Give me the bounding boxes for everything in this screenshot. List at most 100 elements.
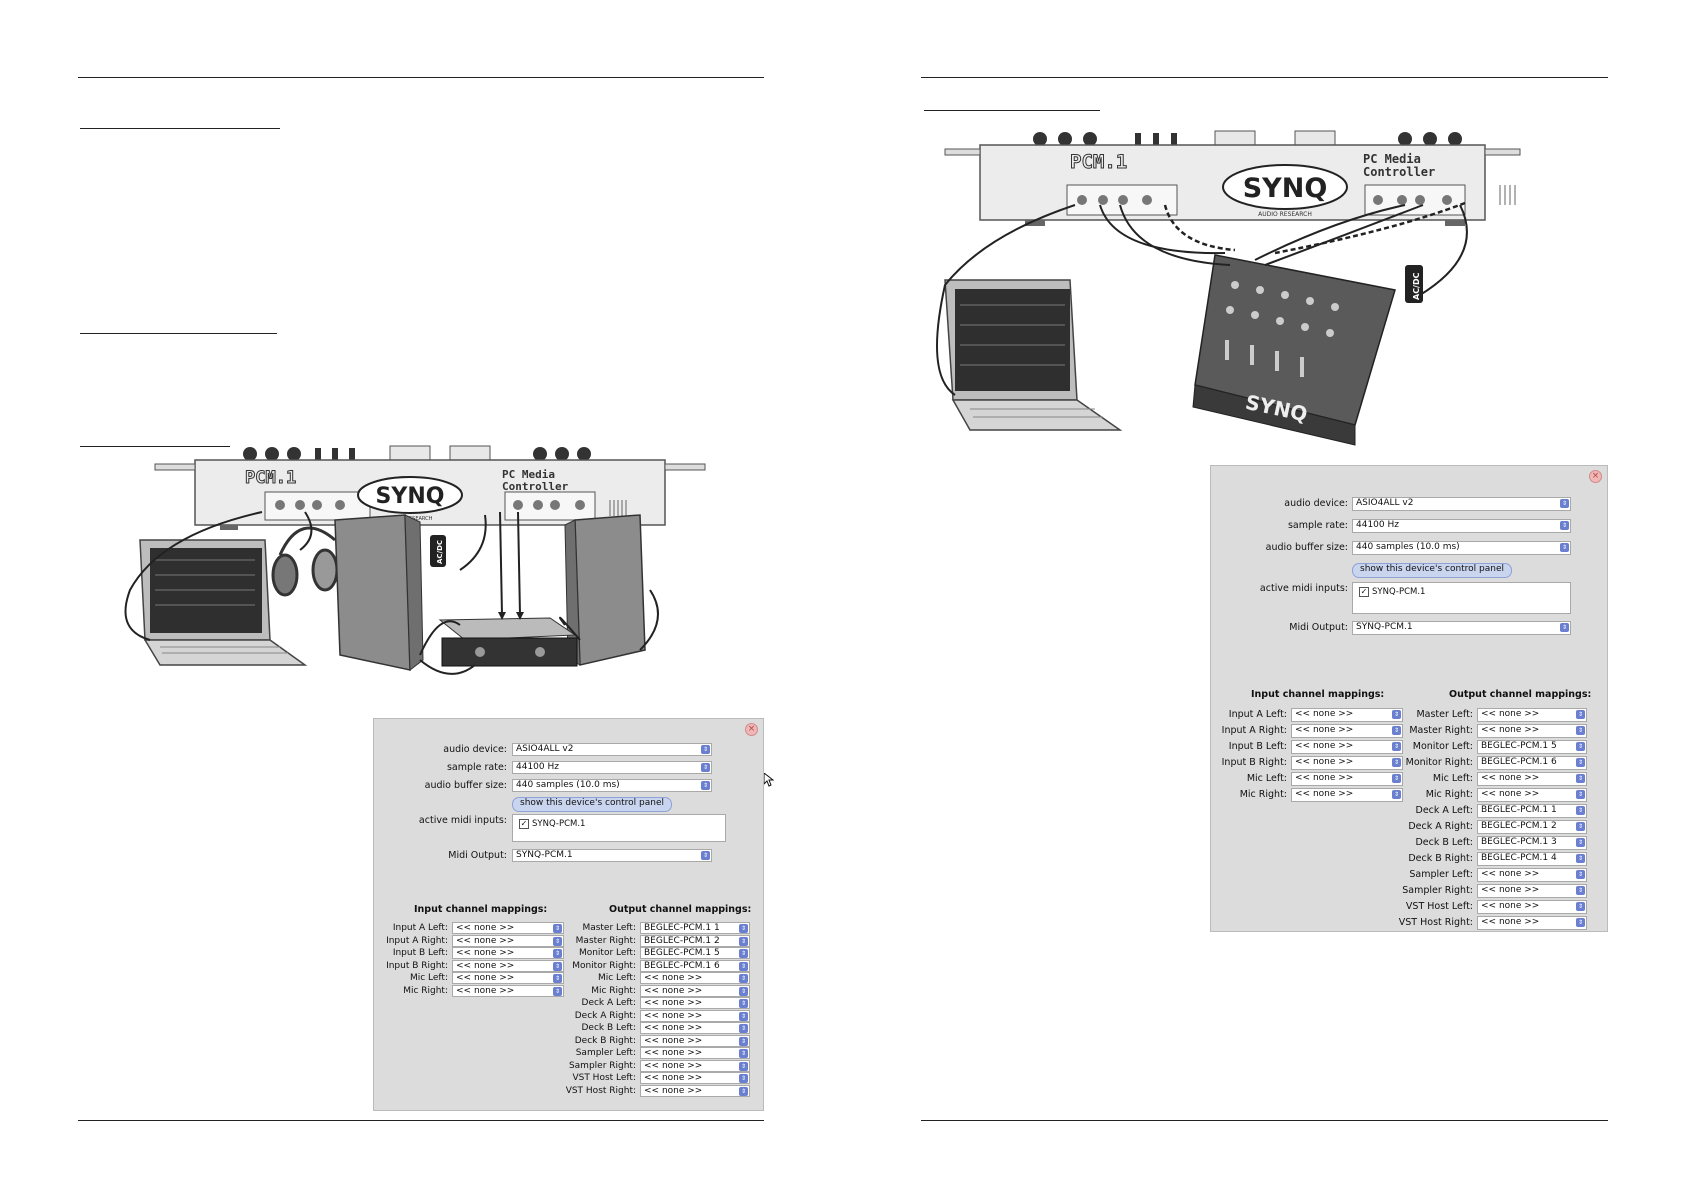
output-mappings-header: Output channel mappings:	[1449, 689, 1592, 700]
mapping-select[interactable]: BEGLEC-PCM.1 6⇕	[640, 959, 750, 972]
mixer-illustration: SYNQ	[1192, 254, 1396, 446]
mapping-select[interactable]: BEGLEC-PCM.1 6⇕	[1477, 756, 1587, 770]
mapping-select[interactable]: << none >>⇕	[640, 984, 750, 997]
dropdown-arrow-icon: ⇕	[739, 986, 748, 996]
mapping-select[interactable]: BEGLEC-PCM.1 3⇕	[1477, 836, 1587, 850]
mapping-label: Input A Right:	[1221, 725, 1287, 736]
dropdown-arrow-icon: ⇕	[1392, 742, 1401, 751]
mapping-select[interactable]: BEGLEC-PCM.1 2⇕	[640, 934, 750, 947]
mapping-row: Deck A Left:BEGLEC-PCM.1 1⇕	[1395, 804, 1587, 818]
mapping-select[interactable]: << none >>⇕	[1291, 772, 1403, 786]
mapping-label: VST Host Left:	[572, 1073, 636, 1083]
checkbox-icon[interactable]: ✓	[519, 819, 529, 829]
mapping-row: VST Host Left:<< none >>⇕	[1395, 900, 1587, 914]
buffer-size-select[interactable]: 440 samples (10.0 ms)⇕	[1352, 541, 1571, 555]
mapping-select[interactable]: << none >>⇕	[1291, 724, 1403, 738]
dropdown-arrow-icon: ⇕	[739, 1086, 748, 1096]
dropdown-arrow-icon: ⇕	[1392, 774, 1401, 783]
svg-text:AC/DC: AC/DC	[1412, 272, 1421, 300]
mapping-row: Deck A Left:<< none >>⇕	[560, 997, 750, 1010]
midi-inputs-list[interactable]: ✓SYNQ-PCM.1	[512, 814, 726, 842]
mapping-select[interactable]: << none >>⇕	[1291, 740, 1403, 754]
audio-device-label: audio device:	[1284, 498, 1348, 509]
mapping-select[interactable]: BEGLEC-PCM.1 5⇕	[1477, 740, 1587, 754]
mapping-label: VST Host Right:	[1398, 917, 1473, 928]
midi-inputs-label: active midi inputs:	[1259, 583, 1348, 594]
sample-rate-select[interactable]: 44100 Hz⇕	[512, 761, 712, 774]
mapping-select[interactable]: << none >>⇕	[452, 934, 564, 947]
close-icon[interactable]: ×	[745, 723, 758, 736]
mapping-label: Master Left:	[582, 923, 636, 933]
dropdown-arrow-icon: ⇕	[1576, 726, 1585, 735]
mapping-row: Input A Left:<< none >>⇕	[1211, 708, 1403, 722]
mapping-select[interactable]: << none >>⇕	[1477, 868, 1587, 882]
mapping-select[interactable]: BEGLEC-PCM.1 2⇕	[1477, 820, 1587, 834]
audio-device-select[interactable]: ASIO4ALL v2⇕	[512, 743, 712, 756]
mapping-select[interactable]: BEGLEC-PCM.1 1⇕	[640, 922, 750, 934]
midi-output-label: Midi Output:	[1289, 622, 1348, 633]
left-section-heading-3-underline	[80, 446, 230, 447]
sample-rate-select[interactable]: 44100 Hz⇕	[1352, 519, 1571, 533]
mapping-select[interactable]: << none >>⇕	[640, 972, 750, 984]
checkbox-icon[interactable]: ✓	[1359, 587, 1369, 597]
mapping-select[interactable]: << none >>⇕	[1477, 772, 1587, 786]
mapping-select[interactable]: << none >>⇕	[1477, 788, 1587, 802]
mapping-row: Deck B Left:<< none >>⇕	[560, 1022, 750, 1035]
mapping-label: Input B Left:	[1228, 741, 1287, 752]
svg-text:PC Media: PC Media	[1363, 152, 1421, 166]
close-icon[interactable]: ×	[1589, 470, 1602, 483]
mapping-select[interactable]: << none >>⇕	[1477, 900, 1587, 914]
dropdown-arrow-icon: ⇕	[1576, 854, 1585, 863]
mapping-select[interactable]: << none >>⇕	[452, 959, 564, 972]
headphones-illustration	[271, 526, 339, 597]
mapping-select[interactable]: BEGLEC-PCM.1 5⇕	[640, 947, 750, 959]
midi-output-select[interactable]: SYNQ-PCM.1⇕	[512, 849, 712, 862]
mapping-select[interactable]: << none >>⇕	[1477, 708, 1587, 722]
mapping-label: Mic Left:	[409, 973, 448, 983]
mapping-select[interactable]: << none >>⇕	[452, 922, 564, 934]
mapping-select[interactable]: << none >>⇕	[1477, 916, 1587, 930]
mapping-row: Mic Left:<< none >>⇕	[1395, 772, 1587, 786]
mapping-select[interactable]: << none >>⇕	[640, 1034, 750, 1047]
mapping-label: Mic Right:	[1425, 789, 1473, 800]
mapping-select[interactable]: << none >>⇕	[640, 997, 750, 1009]
control-panel-button[interactable]: show this device's control panel	[512, 797, 673, 812]
audio-device-select[interactable]: ASIO4ALL v2⇕	[1352, 497, 1571, 511]
mapping-row: Sampler Right:<< none >>⇕	[560, 1059, 750, 1073]
mapping-select[interactable]: << none >>⇕	[1291, 708, 1403, 722]
buffer-size-select[interactable]: 440 samples (10.0 ms)⇕	[512, 779, 712, 792]
dropdown-arrow-icon: ⇕	[1560, 543, 1569, 552]
dropdown-arrow-icon: ⇕	[553, 961, 562, 971]
midi-output-select[interactable]: SYNQ-PCM.1⇕	[1352, 621, 1571, 635]
svg-text:Controller: Controller	[1363, 165, 1435, 179]
mapping-select[interactable]: << none >>⇕	[640, 1059, 750, 1072]
mapping-label: Master Right:	[575, 935, 636, 946]
mapping-select[interactable]: << none >>⇕	[452, 972, 564, 984]
mapping-row: Input B Right:<< none >>⇕	[1211, 756, 1403, 770]
left-section-heading-1-underline	[80, 128, 280, 129]
mapping-select[interactable]: << none >>⇕	[452, 984, 564, 997]
midi-inputs-list[interactable]: ✓SYNQ-PCM.1	[1352, 582, 1571, 614]
mapping-select[interactable]: << none >>⇕	[1291, 756, 1403, 770]
mapping-label: Sampler Right:	[1402, 885, 1473, 896]
amplifier-illustration	[438, 617, 578, 667]
mapping-select[interactable]: << none >>⇕	[1291, 788, 1403, 802]
mapping-select[interactable]: BEGLEC-PCM.1 1⇕	[1477, 804, 1587, 818]
mapping-select[interactable]: << none >>⇕	[640, 1022, 750, 1034]
mapping-label: Sampler Left:	[575, 1048, 636, 1058]
dropdown-arrow-icon: ⇕	[1560, 521, 1569, 530]
dropdown-arrow-icon: ⇕	[739, 1011, 748, 1021]
control-panel-button[interactable]: show this device's control panel	[1352, 563, 1513, 578]
dropdown-arrow-icon: ⇕	[701, 745, 710, 754]
mapping-select[interactable]: << none >>⇕	[452, 947, 564, 959]
mapping-select[interactable]: << none >>⇕	[640, 1047, 750, 1059]
mapping-select[interactable]: << none >>⇕	[640, 1084, 750, 1097]
mapping-select[interactable]: << none >>⇕	[640, 1072, 750, 1084]
mapping-select[interactable]: << none >>⇕	[1477, 724, 1587, 738]
mapping-select[interactable]: BEGLEC-PCM.1 4⇕	[1477, 852, 1587, 866]
dropdown-arrow-icon: ⇕	[1576, 742, 1585, 751]
mapping-select[interactable]: << none >>⇕	[1477, 884, 1587, 898]
dropdown-arrow-icon: ⇕	[1392, 710, 1401, 719]
mapping-select[interactable]: << none >>⇕	[640, 1009, 750, 1022]
dropdown-arrow-icon: ⇕	[739, 999, 748, 1008]
